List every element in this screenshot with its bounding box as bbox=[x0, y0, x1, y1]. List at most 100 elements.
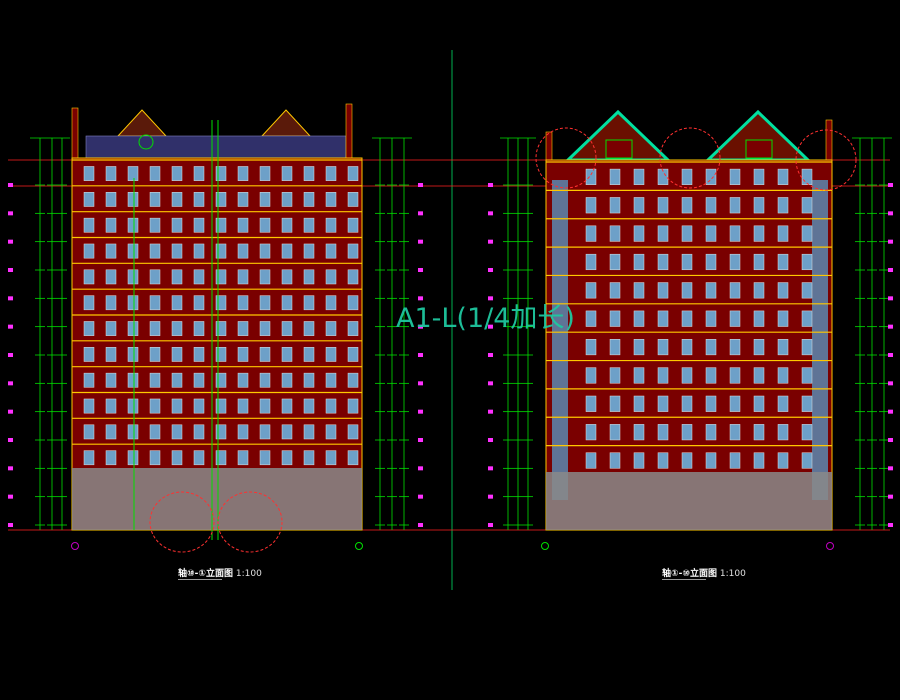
right-window bbox=[657, 339, 669, 356]
left-window bbox=[149, 450, 161, 466]
right-window bbox=[681, 424, 693, 441]
right-dimension-lines bbox=[500, 137, 892, 530]
right-window bbox=[681, 367, 693, 384]
left-window bbox=[237, 166, 249, 181]
right-window bbox=[609, 424, 621, 441]
left-window bbox=[347, 398, 359, 414]
left-elevation[interactable] bbox=[8, 103, 423, 553]
left-window bbox=[149, 398, 161, 414]
level-marker bbox=[418, 239, 423, 244]
right-window bbox=[633, 197, 645, 214]
left-window bbox=[347, 269, 359, 285]
level-marker bbox=[888, 438, 893, 442]
left-window bbox=[215, 398, 227, 414]
left-window bbox=[171, 347, 183, 362]
level-marker bbox=[8, 438, 13, 442]
level-marker bbox=[488, 353, 493, 357]
right-elevation-scale: 1:100 bbox=[719, 569, 746, 579]
left-axis-marker-right bbox=[355, 542, 363, 550]
right-elevation[interactable] bbox=[488, 109, 893, 550]
left-window bbox=[149, 321, 161, 336]
left-revision-clouds bbox=[149, 491, 283, 553]
left-window bbox=[171, 217, 183, 233]
left-window bbox=[347, 424, 359, 440]
left-window bbox=[149, 372, 161, 388]
left-window bbox=[127, 347, 139, 362]
right-window bbox=[657, 452, 669, 469]
level-marker bbox=[888, 409, 893, 414]
left-floor-windows bbox=[72, 159, 362, 466]
right-window bbox=[633, 225, 645, 242]
right-window bbox=[585, 225, 597, 242]
left-window bbox=[325, 295, 337, 311]
level-marker bbox=[418, 353, 423, 357]
left-window bbox=[325, 450, 337, 466]
right-window bbox=[633, 168, 645, 185]
left-window bbox=[281, 424, 293, 440]
left-window bbox=[83, 321, 95, 336]
left-window bbox=[325, 398, 337, 414]
level-marker bbox=[888, 183, 893, 187]
level-marker bbox=[418, 324, 423, 329]
right-window bbox=[705, 225, 717, 242]
right-window bbox=[729, 310, 741, 327]
left-window bbox=[149, 269, 161, 285]
left-window bbox=[171, 321, 183, 336]
left-window bbox=[83, 192, 95, 207]
left-window bbox=[127, 321, 139, 336]
left-window bbox=[83, 243, 95, 259]
level-marker bbox=[488, 409, 493, 414]
level-marker bbox=[418, 466, 423, 471]
right-elevation-caption: 轴①-⑩立面图 1:100 bbox=[662, 566, 746, 580]
left-window bbox=[127, 398, 139, 414]
left-window bbox=[347, 347, 359, 362]
left-window bbox=[215, 372, 227, 388]
left-window bbox=[127, 217, 139, 233]
right-window bbox=[609, 253, 621, 271]
left-window bbox=[105, 450, 117, 466]
left-window bbox=[105, 347, 117, 362]
right-window bbox=[585, 168, 597, 185]
left-window bbox=[105, 321, 117, 336]
right-side-column-right bbox=[812, 180, 828, 500]
left-window bbox=[215, 321, 227, 336]
left-window bbox=[193, 347, 205, 362]
right-window bbox=[633, 367, 645, 384]
left-elevation-title: 轴⑩-①立面图 bbox=[178, 569, 233, 579]
level-marker bbox=[888, 353, 893, 357]
left-window bbox=[325, 269, 337, 285]
level-marker bbox=[488, 183, 493, 187]
right-window bbox=[585, 452, 597, 469]
left-window bbox=[127, 269, 139, 285]
right-window bbox=[801, 367, 813, 384]
left-window bbox=[325, 347, 337, 362]
right-window bbox=[633, 452, 645, 469]
left-window bbox=[215, 424, 227, 440]
right-window bbox=[609, 310, 621, 327]
right-window bbox=[585, 424, 597, 441]
left-window bbox=[303, 166, 315, 181]
left-window bbox=[105, 295, 117, 311]
level-marker bbox=[8, 353, 13, 357]
level-marker bbox=[418, 296, 423, 301]
left-window bbox=[171, 269, 183, 285]
left-dimension-lines bbox=[30, 137, 412, 530]
right-window bbox=[705, 452, 717, 469]
left-window bbox=[171, 243, 183, 259]
right-window bbox=[633, 310, 645, 327]
level-marker bbox=[888, 523, 893, 527]
right-window bbox=[681, 197, 693, 214]
level-marker bbox=[8, 296, 13, 301]
right-window bbox=[753, 310, 765, 327]
left-window bbox=[193, 295, 205, 311]
level-marker bbox=[888, 296, 893, 301]
level-marker bbox=[8, 381, 13, 386]
level-marker bbox=[488, 211, 493, 216]
right-window bbox=[633, 282, 645, 299]
level-marker bbox=[418, 523, 423, 527]
left-window bbox=[259, 372, 271, 388]
left-window bbox=[215, 450, 227, 466]
right-window bbox=[729, 367, 741, 384]
left-window bbox=[193, 321, 205, 336]
